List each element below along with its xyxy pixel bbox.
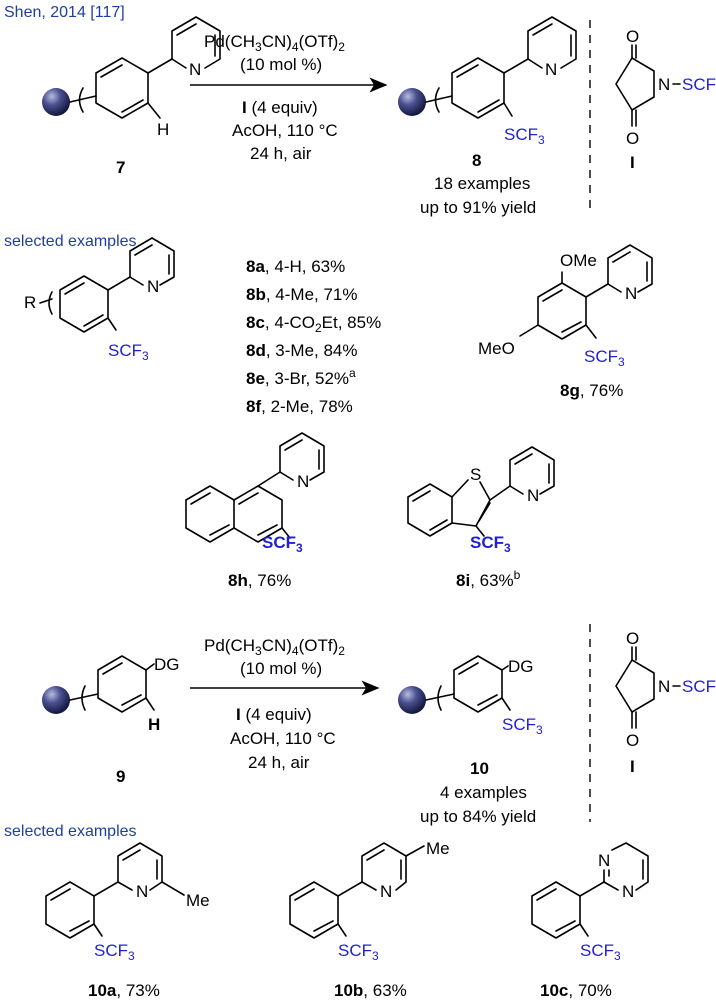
svg-text:SCF3: SCF3: [682, 677, 716, 699]
svg-text:R: R: [24, 293, 36, 312]
svg-text:N: N: [545, 60, 557, 79]
reactant-7: N H: [42, 16, 221, 139]
svg-text:8h, 76%: 8h, 76%: [228, 571, 291, 590]
svg-text:H: H: [157, 120, 169, 139]
r1-time: 24 h, air: [250, 144, 312, 163]
svg-text:H: H: [148, 715, 160, 734]
r1-loading: (10 mol %): [240, 55, 322, 74]
svg-text:SCF3: SCF3: [262, 533, 303, 555]
svg-text:N: N: [658, 677, 670, 696]
label-9: 9: [116, 767, 125, 786]
example-8c: 8c, 4-CO2Et, 85%: [246, 313, 381, 335]
svg-text:N: N: [625, 284, 637, 303]
examples-list-8: 8a, 4-H, 63% 8b, 4-Me, 71% 8c, 4-CO2Et, …: [246, 257, 381, 416]
svg-text:OMe: OMe: [560, 251, 597, 270]
svg-text:N: N: [297, 472, 309, 491]
svg-text:SCF3: SCF3: [580, 941, 621, 963]
svg-text:8g, 76%: 8g, 76%: [560, 381, 623, 400]
product-10: DG SCF3: [398, 655, 543, 737]
svg-text:N: N: [380, 882, 392, 901]
svg-text:N: N: [136, 882, 148, 901]
svg-text:O: O: [626, 629, 639, 648]
reactant-9: DG H: [42, 655, 180, 734]
svg-text:MeO: MeO: [478, 339, 515, 358]
svg-text:S: S: [470, 465, 481, 484]
r2-catalyst: Pd(CH3CN)4(OTf)2: [204, 636, 345, 658]
svg-text:SCF3: SCF3: [338, 941, 379, 963]
selected-examples-title-2: selected examples: [4, 823, 137, 840]
svg-text:N: N: [598, 851, 610, 870]
r2-loading: (10 mol %): [240, 659, 322, 678]
substrate-ball-icon: [42, 686, 70, 714]
svg-text:8i, 63%b: 8i, 63%b: [456, 568, 521, 590]
svg-text:10c, 70%: 10c, 70%: [540, 981, 612, 1000]
svg-text:DG: DG: [508, 657, 534, 676]
example-8f: 8f, 2-Me, 78%: [246, 397, 353, 416]
svg-text:10a, 73%: 10a, 73%: [88, 981, 160, 1000]
svg-text:10b, 63%: 10b, 63%: [334, 981, 407, 1000]
svg-text:Me: Me: [186, 891, 210, 910]
svg-text:N: N: [189, 60, 201, 79]
example-8b: 8b, 4-Me, 71%: [246, 285, 358, 304]
r1-examples: 18 examples: [434, 174, 530, 193]
svg-text:SCF3: SCF3: [682, 75, 716, 97]
r2-conditions: AcOH, 110 °C: [230, 729, 336, 748]
svg-text:O: O: [626, 129, 639, 148]
product-8: N SCF3: [398, 16, 577, 147]
svg-text:I: I: [630, 757, 635, 776]
compound-8h: N SCF3 8h, 76%: [185, 432, 325, 590]
r2-reagent: I (4 equiv): [236, 705, 312, 724]
reagent-I-structure-1: O O N SCF3 I: [615, 27, 716, 172]
substrate-ball-icon: [42, 88, 70, 116]
r1-reagent: I (4 equiv): [242, 98, 318, 117]
svg-text:I: I: [630, 153, 635, 172]
compound-8i: S N SCF3 8i, 63%b: [407, 446, 555, 590]
svg-text:O: O: [626, 27, 639, 46]
example-8d: 8d, 3-Me, 84%: [246, 341, 358, 360]
substrate-ball-icon: [398, 88, 426, 116]
selected-examples-title-1: selected examples: [4, 233, 137, 250]
r2-time: 24 h, air: [248, 753, 310, 772]
compound-10c: N N SCF3 10c, 70%: [531, 842, 649, 1000]
reagent-I-structure-2: O O N SCF3 I: [615, 629, 716, 776]
compound-10a: N Me SCF3 10a, 73%: [45, 842, 210, 1000]
r1-conditions: AcOH, 110 °C: [232, 121, 338, 140]
r2-examples: 4 examples: [440, 783, 527, 802]
svg-text:SCF3: SCF3: [94, 941, 135, 963]
svg-text:N: N: [622, 882, 634, 901]
example-8a: 8a, 4-H, 63%: [246, 257, 345, 276]
r1-catalyst: Pd(CH3CN)4(OTf)2: [204, 32, 345, 54]
r1-yield: up to 91% yield: [420, 198, 536, 217]
svg-text:DG: DG: [154, 655, 180, 674]
substrate-ball-icon: [398, 686, 426, 714]
r2-yield: up to 84% yield: [420, 807, 536, 826]
label-10: 10: [470, 759, 489, 778]
svg-text:N: N: [147, 277, 159, 296]
svg-text:SCF3: SCF3: [502, 715, 543, 737]
compound-8g: OMe MeO N SCF3 8g, 76%: [478, 244, 653, 400]
label-7: 7: [116, 158, 125, 177]
svg-text:N: N: [658, 75, 670, 94]
svg-text:Me: Me: [426, 839, 450, 858]
svg-text:O: O: [626, 731, 639, 750]
example-8e: 8e, 3-Br, 52%a: [246, 366, 356, 388]
label-8: 8: [472, 151, 481, 170]
header-citation: Shen, 2014 [117]: [4, 4, 125, 21]
svg-text:SCF3: SCF3: [108, 341, 149, 363]
compound-10b: N Me SCF3 10b, 63%: [289, 839, 450, 1000]
generic-compound-8: R N SCF3: [24, 237, 175, 363]
scf3-group: SCF3: [504, 125, 545, 147]
svg-text:SCF3: SCF3: [584, 347, 625, 369]
svg-text:N: N: [527, 486, 539, 505]
svg-text:SCF3: SCF3: [470, 533, 511, 555]
